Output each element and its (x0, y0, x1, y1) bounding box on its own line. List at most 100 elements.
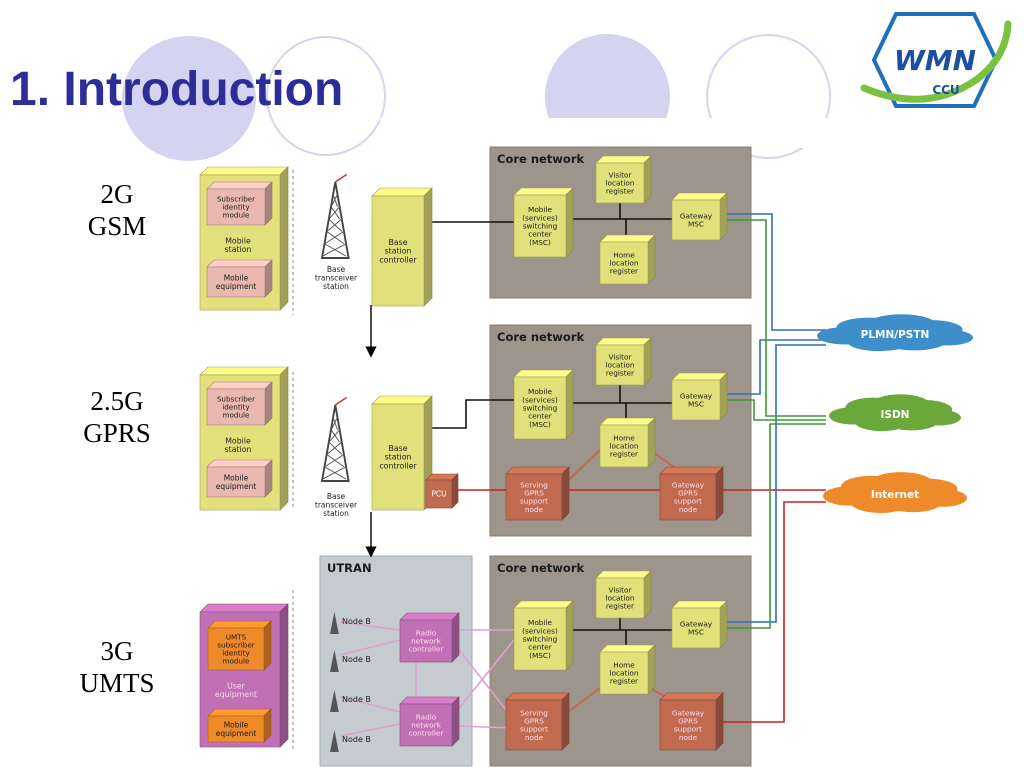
rnc-2-label-line3: controller (409, 729, 444, 738)
hlr-3g-label-line3: register (610, 677, 638, 686)
vlr-2g-side (643, 155, 652, 204)
gen-25g-line2: GPRS (83, 418, 151, 448)
gmsc-2g-label-line2: MSC (688, 220, 704, 229)
msc-3g-face (513, 607, 567, 671)
node-b-1-mast (330, 612, 339, 634)
sgsn-25g-label-line3: support (520, 497, 548, 506)
tower-2g-brace (326, 218, 343, 232)
gen-2g: 2G GSM (62, 178, 172, 242)
ggsn-3g-label-line1: Gateway (672, 708, 705, 717)
vlr-3g-label-line2: location (606, 594, 635, 603)
node-b-4-label: Node B (342, 735, 371, 744)
msc-25g-label-line4: center (528, 412, 551, 421)
msc-25g-label-line1: Mobile (528, 387, 552, 396)
mobile-station-2g-ms-line2: station (225, 245, 252, 254)
tower-2g-brace (330, 194, 338, 207)
hlr-2g-label-line2: location (610, 259, 639, 268)
gmsc-3g-label-line2: MSC (688, 628, 704, 637)
sgsn-25g-label-line2: GPRS (524, 488, 544, 497)
bsc-25g-top (371, 395, 433, 405)
cloud-internet-label: Internet (871, 489, 919, 501)
bsc-25g-face (371, 403, 425, 511)
tower-25g-antenna (334, 396, 348, 406)
hlr-2g-side (647, 234, 656, 285)
cloud-plmn-pstn-label: PLMN/PSTN (861, 329, 930, 341)
ggsn-3g-label-line4: node (679, 733, 698, 742)
ggsn-25g-face (659, 473, 717, 521)
bsc-25g-label-line3: controller (379, 461, 417, 470)
cloud-internet: Internet (823, 472, 967, 513)
bsc-2g-face (371, 195, 425, 307)
gen-3g-line2: UMTS (79, 668, 155, 698)
tower-2g-brace (328, 206, 340, 220)
ggsn-3g-label-line3: support (674, 725, 702, 734)
vlr-3g-face (595, 577, 645, 619)
cloud-plmn-pstn-puff (846, 331, 912, 352)
usim-3g-face (207, 627, 265, 671)
mobile-station-2g-sim-label-line3: module (223, 211, 251, 220)
link-nodeb4-rnc2 (339, 723, 401, 737)
bsc-2g-label-line2: station (385, 247, 412, 256)
tower-2g-frame (320, 181, 350, 259)
rnc-2-label-line2: network (411, 721, 441, 730)
sgsn-3g-label-line4: node (525, 733, 544, 742)
bsc-2g-top (371, 187, 433, 197)
tower-2g-brace (326, 231, 345, 245)
mobile-station-2g-me-label-line1: Mobile (224, 273, 249, 282)
msc-3g-label-line1: Mobile (528, 618, 552, 627)
usim-3g-label-line2: subscriber (217, 640, 254, 649)
msc-3g-label-line3: switching (523, 635, 558, 644)
user-equipment-3g-label-line2: equipment (215, 690, 257, 699)
sgsn-3g-label-line2: GPRS (524, 716, 544, 725)
mobile-equipment-3g-label-line2: equipment (216, 729, 257, 738)
gmsc-3g-label-line1: Gateway (680, 619, 713, 628)
bts-2g-label-line3: station (323, 282, 349, 291)
link-bsc-msc-25g (432, 399, 514, 429)
ggsn-25g-label-line3: support (674, 497, 702, 506)
node-b-4-mast (330, 730, 339, 752)
mobile-station-25g-me-label-line2: equipment (216, 482, 257, 491)
ggsn-25g-label-line1: Gateway (672, 480, 705, 489)
bts-25g-label-line1: Base (327, 492, 346, 501)
vlr-3g-label-line1: Visitor (608, 585, 631, 594)
mobile-station-25g-sim-face (206, 388, 266, 426)
mobile-station-25g-ms-line1: Mobile (225, 436, 251, 445)
mobile-equipment-3g-label-line1: Mobile (224, 720, 249, 729)
pcu-25g-label-line1: PCU (431, 490, 446, 499)
core-network-3g-title: Core network (497, 561, 584, 575)
usim-3g-label-line3: identity (222, 649, 250, 658)
vlr-2g-label-line3: register (606, 187, 634, 196)
tower-25g-brace (326, 454, 345, 468)
user-equipment-3g-side (279, 603, 289, 748)
tower-25g (320, 396, 350, 482)
msc-25g-label-line2: (services) (522, 395, 558, 404)
utran-panel-title: UTRAN (327, 561, 372, 575)
sgsn-25g-label-line4: node (525, 505, 544, 514)
link-gmsc25g-isdn (722, 399, 826, 421)
bsc-2g-label-line1: Base (389, 238, 408, 247)
node-b-3-label: Node B (342, 695, 371, 704)
vlr-25g-label-line3: register (606, 369, 634, 378)
mobile-station-2g-sim-side (264, 181, 273, 226)
cloud-isdn-puff (854, 411, 910, 432)
link-gmsc25g-plmn (722, 339, 826, 395)
hlr-25g-label-line2: location (610, 442, 639, 451)
mobile-station-2g-sim-face (206, 188, 266, 226)
tower-2g-antenna (334, 173, 348, 183)
mobile-station-25g-side (279, 366, 289, 511)
msc-2g-top (513, 187, 574, 196)
gen-2g-line2: GSM (87, 211, 147, 241)
msc-2g-label-line2: (services) (522, 213, 558, 222)
ggsn-3g-side (715, 692, 724, 751)
gen-2g-line1: 2G (100, 179, 134, 209)
